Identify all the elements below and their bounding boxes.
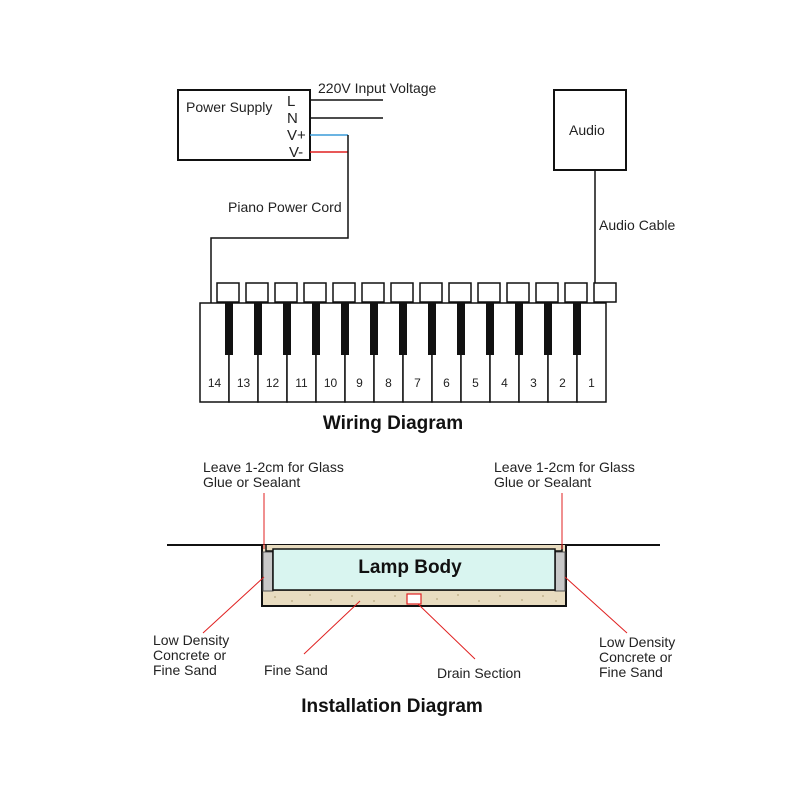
key-terminal-box <box>535 282 559 303</box>
leave-gap-left-line2: Glue or Sealant <box>203 474 300 490</box>
black-key <box>341 303 349 355</box>
key-number: 5 <box>472 376 479 390</box>
power-supply-label: Power Supply <box>186 99 272 115</box>
piano-keyboard: 14 13 12 11 10 9 8 7 6 5 4 3 2 1 <box>199 282 617 403</box>
key-terminal-box <box>593 282 617 303</box>
black-key <box>370 303 378 355</box>
white-key <box>228 302 259 403</box>
audio-box <box>553 89 627 171</box>
black-key <box>254 303 262 355</box>
left-wall-fill <box>262 551 274 592</box>
black-key <box>457 303 465 355</box>
key-terminal-box <box>506 282 530 303</box>
leave-gap-left-line1: Leave 1-2cm for Glass <box>203 459 344 475</box>
low-density-left-line2: Concrete or <box>153 647 226 663</box>
key-terminal-box <box>361 282 385 303</box>
key-terminal-box <box>216 282 240 303</box>
key-terminal-box <box>274 282 298 303</box>
black-key <box>515 303 523 355</box>
white-key <box>518 302 549 403</box>
key-terminal-box <box>332 282 356 303</box>
lamp-body <box>272 548 556 591</box>
terminal-v-minus: V- <box>289 144 303 161</box>
piano-power-cord <box>210 135 349 303</box>
low-density-left-line3: Fine Sand <box>153 662 217 678</box>
input-voltage-label: 220V Input Voltage <box>318 80 437 96</box>
key-terminal-box <box>564 282 588 303</box>
key-number: 14 <box>208 376 222 390</box>
key-number: 6 <box>443 376 450 390</box>
terminal-v-plus: V+ <box>287 127 306 144</box>
audio-label: Audio <box>569 122 605 138</box>
low-density-right-line1: Low Density <box>599 634 675 650</box>
installation-diagram: Lamp Body Leave 1-2cm for Glass Glue or … <box>153 459 675 717</box>
wiring-diagram-title: Wiring Diagram <box>323 413 463 434</box>
key-number: 8 <box>385 376 392 390</box>
wiring-diagram: Power Supply L N V+ V- 220V Input Voltag… <box>177 80 675 434</box>
key-terminal-box <box>303 282 327 303</box>
key-number: 4 <box>501 376 508 390</box>
low-density-right-line2: Concrete or <box>599 649 672 665</box>
black-key <box>544 303 552 355</box>
white-key <box>315 302 346 403</box>
terminal-l: L <box>287 93 295 110</box>
leave-gap-right-line1: Leave 1-2cm for Glass <box>494 459 635 475</box>
key-terminal-box <box>390 282 414 303</box>
lamp-body-label: Lamp Body <box>358 557 462 578</box>
key-number: 10 <box>324 376 338 390</box>
key-number: 13 <box>237 376 251 390</box>
sand-texture <box>274 594 557 602</box>
key-terminal-box <box>477 282 501 303</box>
installation-diagram-title: Installation Diagram <box>301 696 483 717</box>
terminal-n: N <box>287 110 298 127</box>
white-key <box>344 302 375 403</box>
white-key <box>373 302 404 403</box>
black-key <box>283 303 291 355</box>
white-key <box>576 302 607 403</box>
fine-sand-label: Fine Sand <box>264 662 328 678</box>
white-key <box>286 302 317 403</box>
black-key <box>428 303 436 355</box>
drain-section-label: Drain Section <box>437 665 521 681</box>
key-number: 1 <box>588 376 595 390</box>
key-terminal-box <box>245 282 269 303</box>
piano-power-cord-label: Piano Power Cord <box>228 199 342 215</box>
black-key <box>225 303 233 355</box>
power-supply-box <box>177 89 311 161</box>
key-number: 2 <box>559 376 566 390</box>
key-terminal-box <box>419 282 443 303</box>
white-key <box>431 302 462 403</box>
audio-cable-label: Audio Cable <box>599 217 675 233</box>
key-number: 3 <box>530 376 537 390</box>
leave-gap-right-line2: Glue or Sealant <box>494 474 591 490</box>
low-density-left-line1: Low Density <box>153 632 229 648</box>
drain-section <box>406 593 422 605</box>
key-number: 9 <box>356 376 363 390</box>
right-wall-fill <box>554 551 566 592</box>
key-terminal-box <box>448 282 472 303</box>
key-number: 12 <box>266 376 280 390</box>
white-key <box>402 302 433 403</box>
black-key <box>312 303 320 355</box>
key-number: 11 <box>295 376 308 390</box>
white-key <box>460 302 491 403</box>
leader-lines <box>202 493 628 660</box>
black-key <box>573 303 581 355</box>
low-density-right-line3: Fine Sand <box>599 664 663 680</box>
black-key <box>486 303 494 355</box>
key-number: 7 <box>414 376 421 390</box>
black-key <box>399 303 407 355</box>
